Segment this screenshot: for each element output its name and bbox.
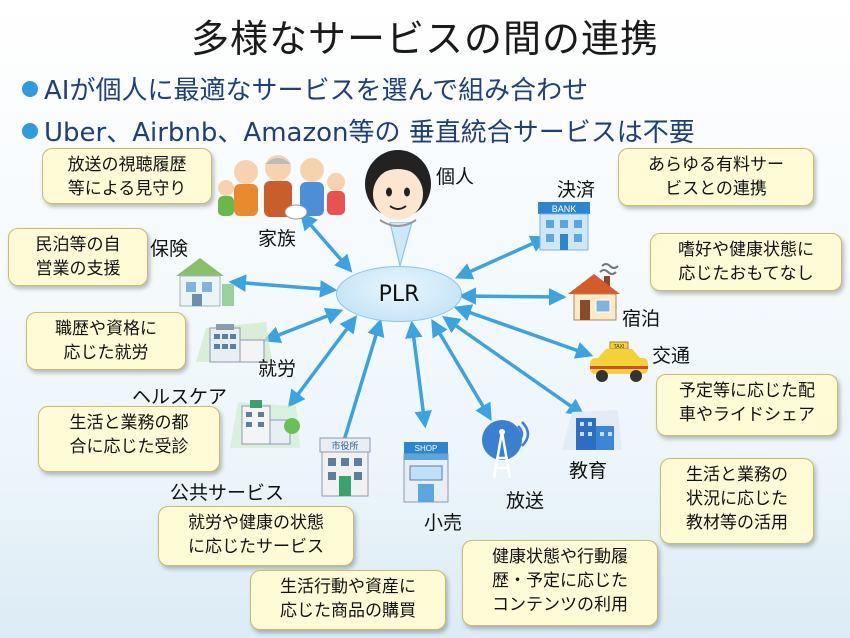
bullet-2-text: Uber、Airbnb、Amazon等の 垂直統合サービスは不要 [44, 118, 695, 148]
callout-line: 就労や健康の状態 [188, 513, 324, 533]
node-transport: 交通 [652, 345, 691, 367]
callout-line: 等による見守り [67, 179, 187, 199]
callout-retail: 生活行動や資産に 応じた商品の購買 [250, 570, 446, 630]
school-icon [562, 410, 622, 450]
family-icon [218, 155, 345, 220]
node-employment: 就労 [258, 358, 297, 380]
link-family [299, 212, 353, 273]
broadcast-antenna-icon [482, 420, 530, 479]
callout-line: 状況に応じた [686, 489, 788, 509]
callout-line: 応じた商品の購買 [280, 601, 416, 621]
callout-education: 生活と業務の 状況に応じた 教材等の活用 [660, 458, 814, 544]
node-broadcast: 放送 [506, 490, 545, 512]
callout-line: あらゆる有料サー [648, 155, 784, 175]
link-broadcast [431, 318, 492, 422]
node-healthcare: ヘルスケア [132, 386, 228, 408]
bullet-2: Uber、Airbnb、Amazon等の 垂直統合サービスは不要 [22, 112, 695, 149]
node-individual: 個人 [436, 166, 475, 188]
person-face-icon [365, 150, 431, 227]
callout-insurance: 民泊等の自 営業の支援 [8, 228, 148, 286]
bullet-1-text: AIが個人に最適なサービスを選んで組み合わせ [44, 76, 589, 106]
city-hall-sign-text: 市役所 [331, 440, 358, 452]
callout-family: 放送の視聴履歴 等による見守り [42, 148, 212, 204]
link-education [442, 315, 585, 417]
bank-icon: BANK [538, 202, 590, 251]
callout-line: 民泊等の自 [35, 235, 121, 255]
callout-line: 応じた就労 [63, 343, 149, 363]
callout-public: 就労や健康の状態 に応じたサービス [158, 506, 354, 566]
callout-line: 応じたおもてなし [678, 264, 814, 284]
callout-healthcare: 生活と業務の都 合に応じた受診 [38, 406, 220, 472]
link-insurance [228, 274, 338, 298]
node-public: 公共サービス [170, 482, 285, 504]
shop-icon: SHOP [403, 442, 449, 503]
bank-sign-text: BANK [552, 204, 577, 214]
callout-line: 嗜好や健康状態に [678, 240, 814, 260]
link-lodging [458, 287, 567, 306]
callout-employment: 職歴や資格に 応じた就労 [26, 312, 186, 370]
shop-sign-text: SHOP [415, 444, 438, 453]
plr-hub: PLR [336, 266, 462, 322]
house-insurance-icon [176, 258, 234, 307]
node-lodging: 宿泊 [622, 308, 661, 330]
callout-line: ビスとの連携 [665, 179, 767, 199]
callout-line: 放送の視聴履歴 [67, 155, 187, 175]
inn-icon [568, 263, 620, 321]
bullet-dot [22, 81, 38, 97]
link-settlement [454, 235, 549, 280]
callout-line: 教材等の活用 [686, 513, 788, 533]
city-hall-icon: 市役所 [319, 437, 371, 497]
plr-label: PLR [378, 281, 420, 307]
callout-line: 生活と業務の [686, 465, 788, 485]
callout-settlement: あらゆる有料サー ビスとの連携 [618, 148, 814, 206]
callout-line: 車やライドシェア [679, 405, 815, 425]
callout-lodging: 嗜好や健康状態に 応じたおもてなし [650, 233, 842, 291]
page-title: 多様なサービスの間の連携 [190, 17, 659, 61]
callout-line: 営業の支援 [35, 259, 121, 279]
callout-line: 予定等に応じた配 [679, 381, 815, 401]
node-insurance: 保険 [150, 238, 189, 260]
callout-line: 生活行動や資産に [280, 577, 416, 597]
link-employment [262, 307, 344, 344]
taxi-sign-text: TAXI [614, 344, 625, 350]
callout-line: 生活と業務の都 [69, 413, 189, 433]
bullet-dot [22, 123, 38, 139]
callout-transport: 予定等に応じた配 車やライドシェア [656, 374, 838, 436]
node-settlement: 決済 [557, 179, 596, 201]
callout-line: 健康状態や行動履 [492, 547, 628, 567]
callout-line: 合に応じた受診 [69, 437, 189, 457]
node-retail: 小売 [424, 512, 463, 534]
callout-line: コンテンツの利用 [492, 595, 628, 615]
bullet-1: AIが個人に最適なサービスを選んで組み合わせ [22, 70, 588, 107]
speech-tail [389, 222, 413, 267]
link-retail [405, 320, 432, 429]
node-family: 家族 [258, 228, 297, 250]
callout-broadcast: 健康状態や行動履 歴・予定に応じた コンテンツの利用 [462, 540, 658, 626]
office-building-icon [196, 322, 272, 363]
node-education: 教育 [569, 460, 608, 482]
callout-line: 職歴や資格に [55, 319, 157, 339]
hospital-icon [230, 400, 300, 448]
taxi-icon: TAXI [590, 341, 648, 382]
callout-line: に応じたサービス [188, 537, 324, 557]
link-healthcare [287, 315, 358, 408]
callout-line: 歴・予定に応じた [492, 571, 628, 591]
